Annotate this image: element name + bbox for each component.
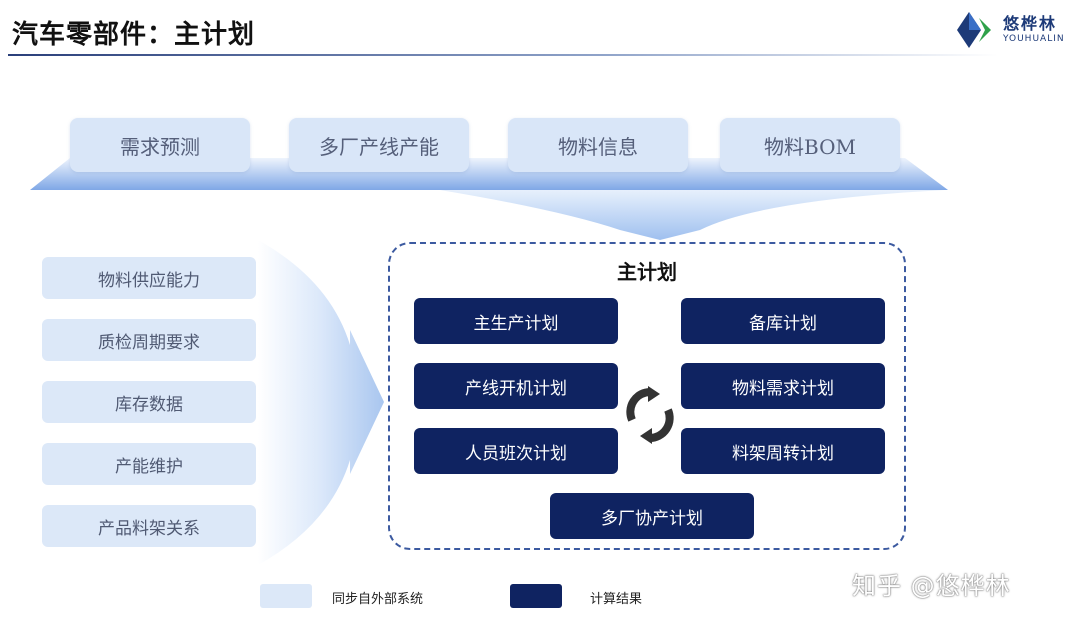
left-input-inventory-data: 库存数据: [42, 381, 256, 423]
right-arrow: [258, 240, 384, 565]
top-input-material-bom: 物料BOM: [720, 118, 900, 172]
legend-swatch-sync: [260, 584, 312, 608]
logo-name: 悠桦林: [1003, 14, 1058, 33]
page-title: 汽车零部件：主计划: [12, 20, 256, 50]
plan-master-production: 主生产计划: [414, 298, 618, 344]
down-arrow: [440, 190, 945, 240]
top-input-material-info: 物料信息: [508, 118, 688, 172]
plan-multi-plant-collaboration: 多厂协产计划: [550, 493, 754, 539]
logo-subtitle: YOUHUALIN: [1003, 34, 1065, 44]
legend-label-sync: 同步自外部系统: [332, 592, 424, 607]
top-input-plant-line-capacity: 多厂产线产能: [289, 118, 469, 172]
plan-staff-shift: 人员班次计划: [414, 428, 618, 474]
left-input-inspection-cycle: 质检周期要求: [42, 319, 256, 361]
top-collector-bar: [30, 158, 948, 190]
legend-label-result: 计算结果: [590, 592, 643, 607]
top-input-demand-forecast: 需求预测: [70, 118, 250, 172]
plan-material-requirement: 物料需求计划: [681, 363, 885, 409]
plan-line-startup: 产线开机计划: [414, 363, 618, 409]
logo-icon: [957, 12, 991, 48]
watermark: 知乎 @悠桦林: [852, 572, 1011, 600]
plan-rack-turnover: 料架周转计划: [681, 428, 885, 474]
plan-safety-stock: 备库计划: [681, 298, 885, 344]
left-input-supply-capacity: 物料供应能力: [42, 257, 256, 299]
legend-swatch-result: [510, 584, 562, 608]
main-plan-title: 主计划: [617, 260, 677, 284]
main-plan-frame: [388, 242, 906, 550]
refresh-cycle-icon: [626, 386, 674, 444]
title-divider: [8, 54, 998, 56]
left-input-product-rack-relation: 产品料架关系: [42, 505, 256, 547]
left-input-capacity-maintenance: 产能维护: [42, 443, 256, 485]
